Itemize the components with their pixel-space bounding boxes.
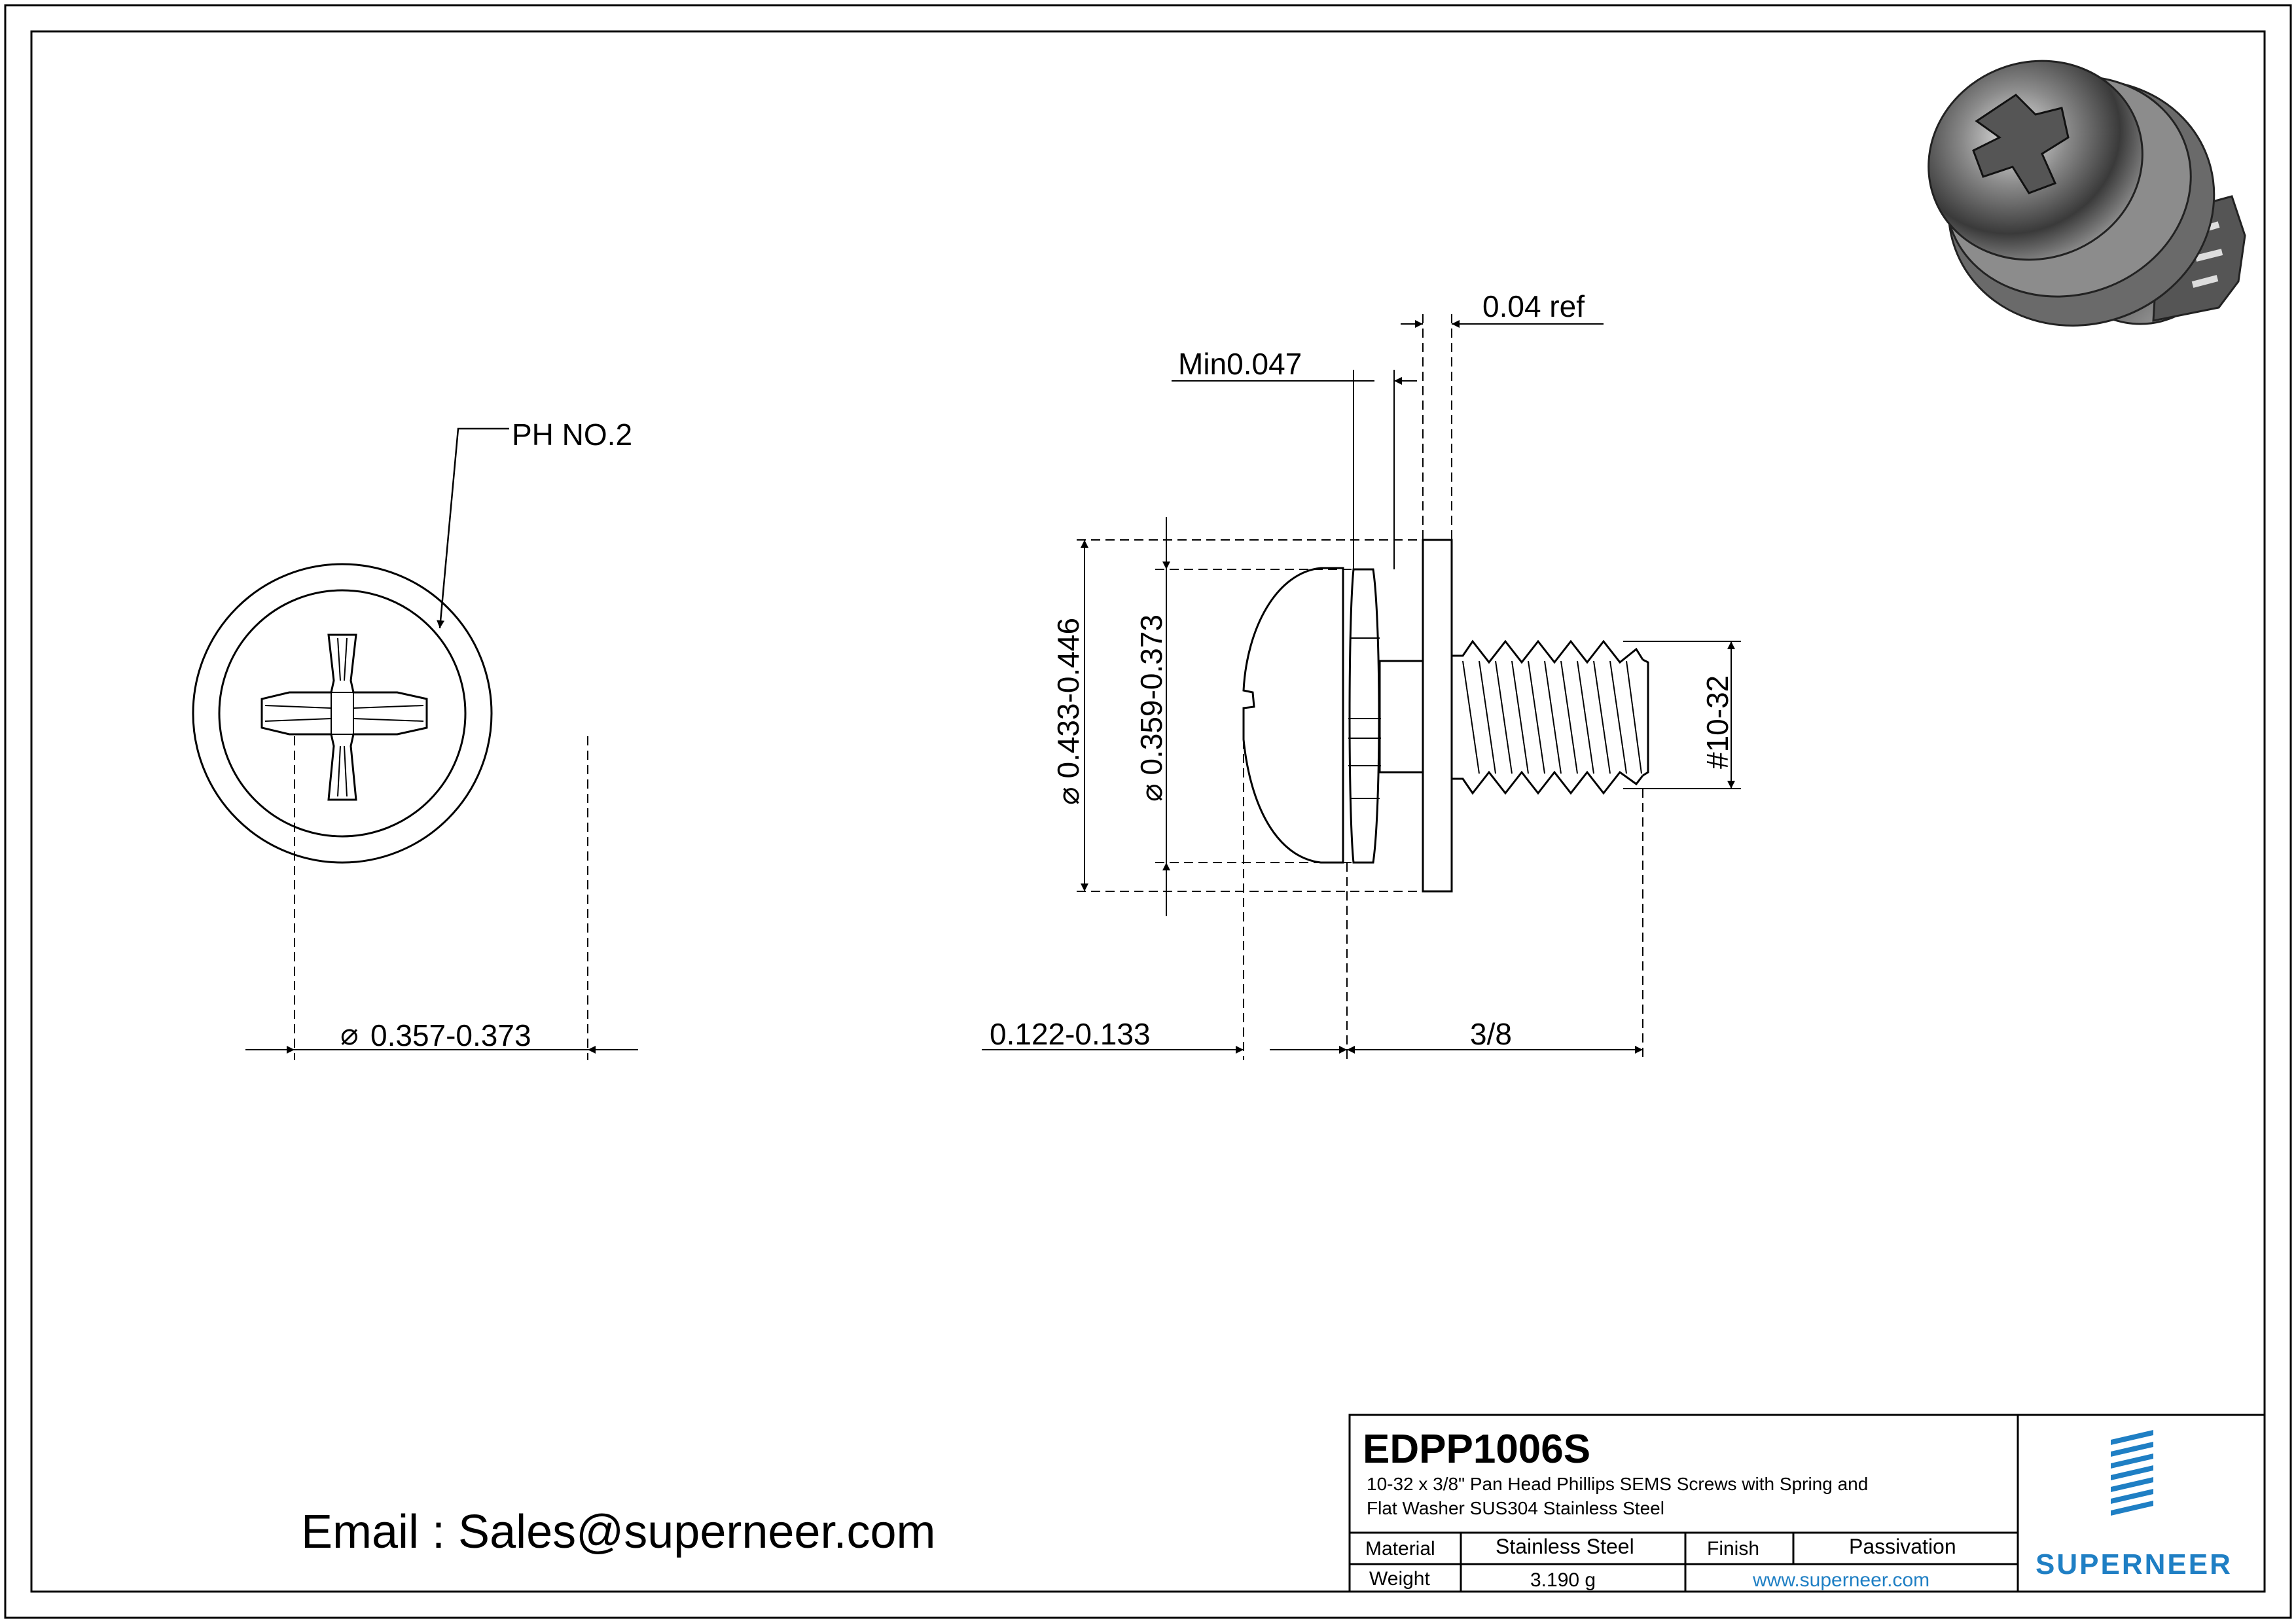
thread-label: #10-32	[1700, 675, 1734, 769]
phillips-recess	[260, 633, 428, 801]
pan-head	[1242, 567, 1344, 864]
washer-diameter-dimension	[1077, 539, 1423, 892]
title-block	[1348, 1414, 2266, 1593]
material-label: Material	[1365, 1538, 1435, 1560]
brand-name: SUPERNEER	[2036, 1548, 2233, 1580]
part-description-line1: 10-32 x 3/8" Pan Head Phillips SEMS Scre…	[1367, 1474, 1868, 1494]
spring-washer-thickness-dimension	[1172, 370, 1417, 569]
head-outer-circle	[192, 563, 493, 864]
part-number: EDPP1006S	[1363, 1427, 1590, 1472]
length-label: 3/8	[1470, 1017, 1512, 1051]
head-height-label: 0.122-0.133	[990, 1017, 1151, 1051]
washer-diameter-label: ⌀ 0.433-0.446	[1051, 618, 1085, 805]
head-diameter-dimension	[245, 736, 638, 1060]
thread-top	[1452, 639, 1644, 664]
superneer-logo-icon	[2111, 1430, 2153, 1516]
finish-value: Passivation	[1849, 1535, 1956, 1558]
flat-washer-ref-label: 0.04 ref	[1482, 289, 1585, 323]
flat-washer-thickness-dimension	[1401, 314, 1604, 540]
weight-label: Weight	[1369, 1568, 1430, 1590]
head-diameter-label: 0.357-0.373	[370, 1018, 531, 1052]
inner-border	[30, 30, 2266, 1593]
thread-bottom	[1452, 770, 1644, 795]
outer-border	[4, 4, 2292, 1619]
length-dimensions	[982, 740, 1643, 1060]
spring-washer-min-label: Min0.047	[1178, 347, 1302, 381]
top-view	[192, 563, 493, 864]
material-value: Stainless Steel	[1496, 1535, 1634, 1558]
phi-symbol: ⌀	[340, 1017, 359, 1051]
washer-diameter-value: 0.433-0.446	[1051, 618, 1085, 779]
flat-washer	[1422, 539, 1453, 893]
weight-value: 3.190 g	[1530, 1569, 1596, 1591]
phi-symbol-3: ⌀	[1134, 776, 1168, 802]
contact-email[interactable]: Email : Sales@superneer.com	[301, 1506, 936, 1558]
spring-washer-diameter-value: 0.359-0.373	[1134, 615, 1168, 776]
side-view	[1242, 539, 1649, 893]
part-description-line2: Flat Washer SUS304 Stainless Steel	[1367, 1498, 1664, 1518]
screw-3d-render-icon	[1928, 60, 2246, 327]
website-link[interactable]: www.superneer.com	[1752, 1569, 1929, 1591]
spring-washer	[1348, 568, 1380, 864]
head-inner-circle	[218, 589, 467, 838]
spring-washer-diameter-label: ⌀ 0.359-0.373	[1134, 615, 1168, 802]
drive-callout: PH NO.2	[437, 418, 632, 629]
spring-washer-diameter-dimension	[1155, 517, 1354, 916]
thread-end	[1642, 658, 1649, 777]
finish-label: Finish	[1707, 1538, 1759, 1560]
shank	[1378, 660, 1424, 774]
drive-label: PH NO.2	[512, 418, 632, 452]
phi-symbol-2: ⌀	[1051, 779, 1085, 805]
